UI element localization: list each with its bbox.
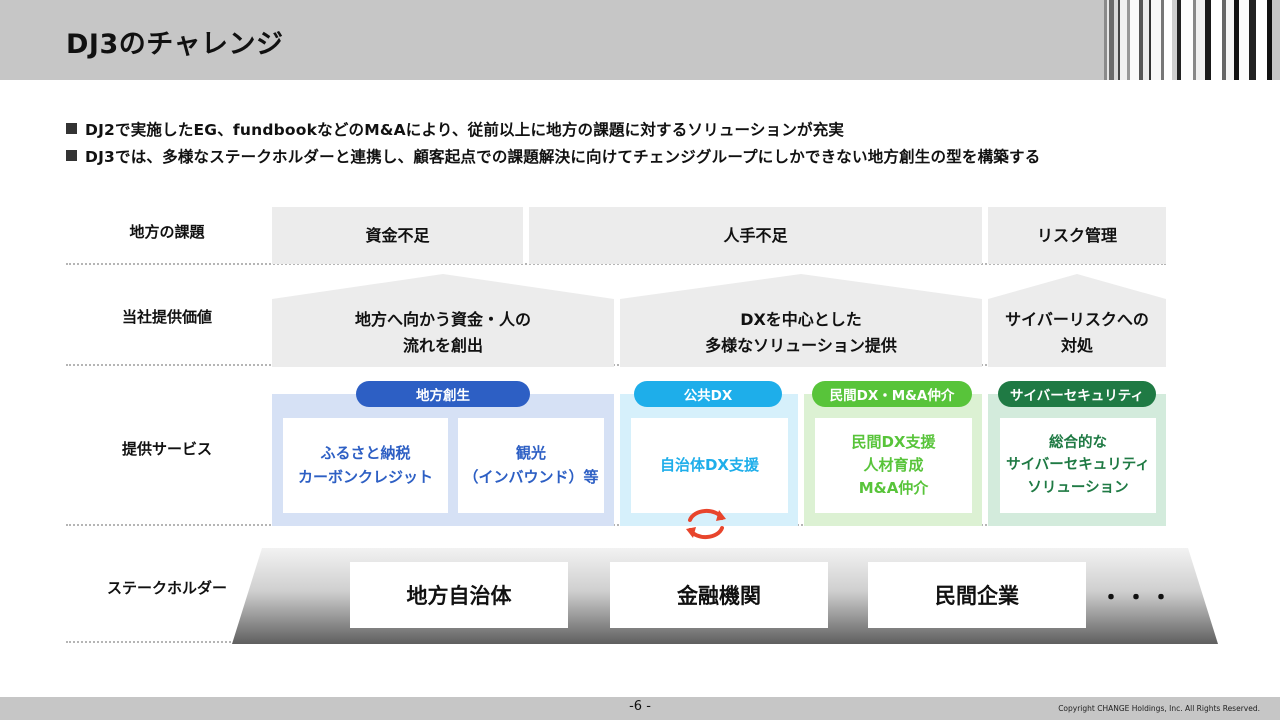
value-line: 地方へ向かう資金・人の xyxy=(354,310,531,330)
row-divider xyxy=(66,364,1166,366)
pill-public-dx: 公共DX xyxy=(634,381,782,407)
row-label-issues: 地方の課題 xyxy=(129,223,205,241)
value-text-dx: DXを中心とした 多様なソリューション提供 xyxy=(620,300,982,366)
service-line: 総合的な xyxy=(1049,434,1107,451)
issue-labor: 人手不足 xyxy=(529,207,982,264)
issue-funding: 資金不足 xyxy=(272,207,523,264)
service-line: ふるさと納税 xyxy=(320,444,411,463)
value-line: 対処 xyxy=(1060,336,1093,355)
pill-private-dx: 民間DX・M&A仲介 xyxy=(812,381,972,407)
pill-cyber: サイバーセキュリティ xyxy=(998,381,1156,407)
bullet-text: DJ3では、多様なステークホルダーと連携し、顧客起点での課題解決に向けてチェンジ… xyxy=(85,147,1041,166)
value-line: DXを中心とした xyxy=(740,310,862,330)
value-box-regional xyxy=(272,274,614,367)
service-line: 観光 xyxy=(515,444,546,463)
page-title: DJ3のチャレンジ xyxy=(66,29,284,60)
service-card-furusato: ふるさと納税 カーボンクレジット xyxy=(283,418,448,513)
bullet-text: DJ2で実施したEG、fundbookなどのM&Aにより、従前以上に地方の課題に… xyxy=(85,120,845,139)
row-label-stakeholders: ステークホルダー xyxy=(106,579,227,597)
value-line: 多様なソリューション提供 xyxy=(705,336,897,355)
value-line: サイバーリスクへの xyxy=(1005,310,1149,330)
stakeholders-ellipsis: ・・・ xyxy=(1100,586,1176,611)
row-divider xyxy=(66,524,1166,526)
service-line: 人材育成 xyxy=(863,455,924,474)
value-text-regional: 地方へ向かう資金・人の 流れを創出 xyxy=(272,300,614,366)
service-card-tourism: 観光 （インバウンド）等 xyxy=(458,418,604,513)
value-line: 流れを創出 xyxy=(402,336,483,355)
row-divider xyxy=(66,263,1166,265)
service-card-private-dx: 民間DX支援 人材育成 M&A仲介 xyxy=(815,418,972,513)
bullet-item: DJ2で実施したEG、fundbookなどのM&Aにより、従前以上に地方の課題に… xyxy=(66,115,1040,142)
issue-risk: リスク管理 xyxy=(988,207,1166,264)
page-number: -6 - xyxy=(629,699,651,714)
service-line: カーボンクレジット xyxy=(297,467,433,486)
bullet-list: DJ2で実施したEG、fundbookなどのM&Aにより、従前以上に地方の課題に… xyxy=(66,115,1040,169)
bullet-item: DJ3では、多様なステークホルダーと連携し、顧客起点での課題解決に向けてチェンジ… xyxy=(66,142,1040,169)
header-stripes-decoration xyxy=(1104,0,1280,80)
row-label-services: 提供サービス xyxy=(121,440,212,458)
row-label-value: 当社提供価値 xyxy=(121,308,212,326)
footer-bar xyxy=(0,697,1280,720)
refresh-cycle-icon xyxy=(686,508,726,540)
copyright-text: Copyright CHANGE Holdings, Inc. All Righ… xyxy=(1058,704,1260,713)
service-line: サイバーセキュリティ xyxy=(1006,457,1150,474)
value-text-cyber: サイバーリスクへの 対処 xyxy=(988,300,1166,366)
stakeholder-financial: 金融機関 xyxy=(610,562,828,628)
value-box-cyber xyxy=(988,274,1166,367)
pill-regional: 地方創生 xyxy=(356,381,530,407)
value-box-dx xyxy=(620,274,982,367)
service-card-public-dx: 自治体DX支援 xyxy=(631,418,788,513)
service-line: 民間DX支援 xyxy=(851,432,936,451)
stakeholder-private: 民間企業 xyxy=(868,562,1086,628)
square-bullet-icon xyxy=(66,150,77,161)
service-line: M&A仲介 xyxy=(858,479,929,498)
service-card-cyber: 総合的な サイバーセキュリティ ソリューション xyxy=(1000,418,1156,513)
service-line: ソリューション xyxy=(1027,479,1129,496)
header-bar: DJ3のチャレンジ xyxy=(0,0,1280,80)
stakeholder-municipality: 地方自治体 xyxy=(350,562,568,628)
service-line: （インバウンド）等 xyxy=(463,467,599,486)
square-bullet-icon xyxy=(66,123,77,134)
